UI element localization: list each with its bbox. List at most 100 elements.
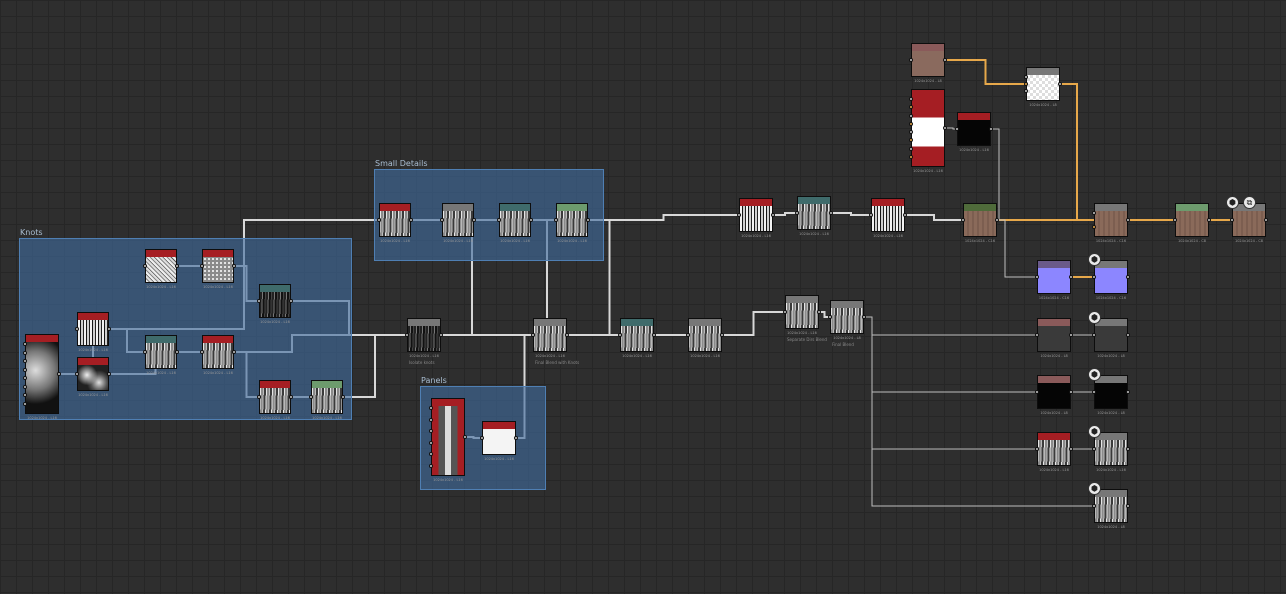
node-m5[interactable] [785,295,819,329]
node-port[interactable] [1126,218,1130,222]
node-n5[interactable] [202,249,234,283]
node-port[interactable] [989,127,993,131]
node-sd1[interactable] [379,203,411,237]
node-port[interactable] [1092,211,1096,215]
node-port[interactable] [23,393,27,398]
node-m2[interactable] [533,318,567,352]
node-port[interactable] [439,333,443,337]
node-port[interactable] [995,218,999,222]
node-o2[interactable] [1094,260,1128,294]
node-port[interactable] [1230,218,1234,222]
node-r2[interactable] [1037,375,1071,409]
node-port[interactable] [1069,333,1073,337]
node-port[interactable] [652,333,656,337]
node-port[interactable] [618,333,622,337]
node-port[interactable] [909,155,913,159]
node-port[interactable] [737,213,741,217]
node-port[interactable] [107,372,111,376]
node-port[interactable] [1126,447,1130,451]
node-sd3[interactable] [499,203,531,237]
frame-knots[interactable] [19,238,352,420]
node-port[interactable] [200,264,204,268]
node-port[interactable] [1069,275,1073,279]
node-port[interactable] [341,395,345,399]
node-port[interactable] [289,299,293,303]
node-port[interactable] [909,58,913,62]
wire-thin[interactable] [864,316,1094,507]
node-o6[interactable] [1094,489,1128,523]
node-port[interactable] [783,310,787,314]
node-port[interactable] [429,406,433,410]
node-c3[interactable] [957,112,991,146]
node-port[interactable] [1207,218,1211,222]
node-port[interactable] [1024,75,1028,79]
node-port[interactable] [23,359,27,364]
node-port[interactable] [23,342,27,346]
node-port[interactable] [565,333,569,337]
node-n6[interactable] [145,335,177,369]
wire[interactable] [831,212,871,216]
node-u3[interactable] [871,198,905,232]
node-port[interactable] [257,299,261,303]
node-port[interactable] [869,213,873,217]
node-o4[interactable] [1094,375,1128,409]
wire[interactable] [819,311,830,318]
node-c4[interactable] [1026,67,1060,101]
node-p2[interactable] [482,421,516,455]
node-port[interactable] [829,211,833,215]
node-port[interactable] [75,327,79,331]
node-m4[interactable] [688,318,722,352]
node-r1[interactable] [1037,318,1071,352]
node-m3[interactable] [620,318,654,352]
output-icon[interactable]: ⬢ [1088,368,1101,381]
node-port[interactable] [1264,218,1268,222]
node-port[interactable] [862,315,866,319]
node-port[interactable] [175,350,179,354]
node-port[interactable] [795,211,799,215]
node-port[interactable] [529,218,533,222]
node-port[interactable] [514,436,518,440]
output-icon[interactable]: ⬢ [1088,425,1101,438]
node-port[interactable] [586,218,590,222]
node-port[interactable] [1035,447,1039,451]
node-port[interactable] [107,327,111,331]
node-port[interactable] [686,333,690,337]
node-port[interactable] [771,213,775,217]
node-port[interactable] [909,105,913,110]
node-port[interactable] [429,464,433,468]
node-port[interactable] [429,417,433,422]
node-port[interactable] [257,395,261,399]
node-b1[interactable] [1037,260,1071,294]
node-port[interactable] [1092,504,1096,508]
node-port[interactable] [943,58,947,62]
node-port[interactable] [817,310,821,314]
node-port[interactable] [409,218,413,222]
node-n7[interactable] [202,335,234,369]
node-port[interactable] [472,218,476,222]
node-n3[interactable] [77,357,109,391]
node-port[interactable] [909,130,913,135]
node-c5[interactable] [963,203,997,237]
node-c7[interactable] [1175,203,1209,237]
output-icon[interactable]: ⬢ [1088,311,1101,324]
node-port[interactable] [440,218,444,222]
node-c1[interactable] [911,43,945,77]
node-port[interactable] [828,315,832,319]
node-port[interactable] [143,264,147,268]
node-sd2[interactable] [442,203,474,237]
node-port[interactable] [57,372,61,376]
node-n4[interactable] [145,249,177,283]
node-port[interactable] [23,384,27,389]
node-port[interactable] [200,350,204,354]
node-port[interactable] [289,395,293,399]
node-port[interactable] [1035,333,1039,337]
node-port[interactable] [429,440,433,445]
node-port[interactable] [405,333,409,337]
node-port[interactable] [1126,275,1130,279]
node-port[interactable] [961,218,965,222]
node-port[interactable] [909,113,913,118]
node-port[interactable] [23,376,27,381]
node-port[interactable] [175,264,179,268]
node-port[interactable] [955,127,959,131]
node-port[interactable] [1092,390,1096,394]
